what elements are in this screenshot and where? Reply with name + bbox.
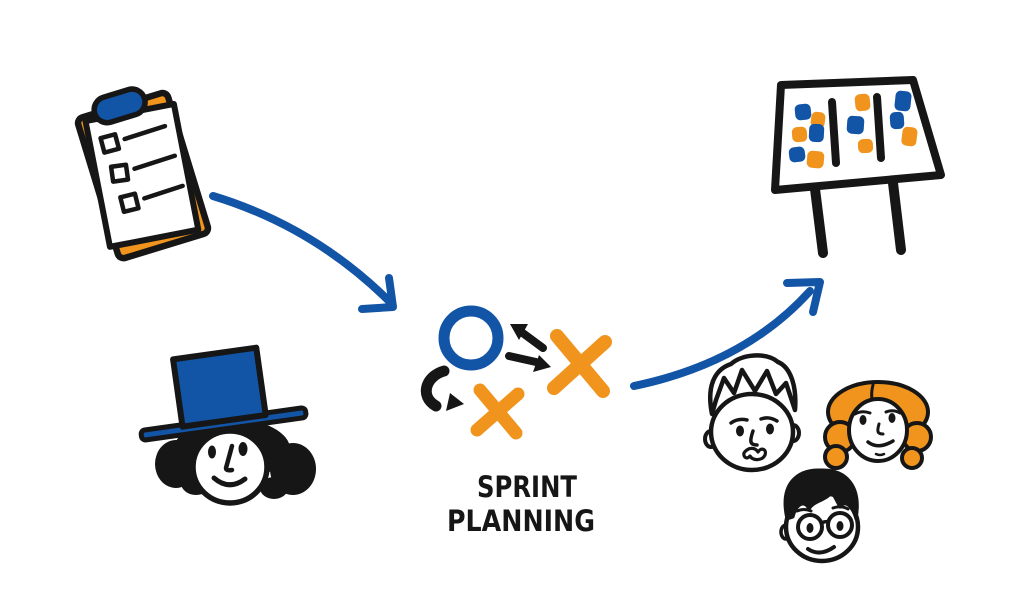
hair-curl	[900, 446, 924, 470]
checkbox-icon	[108, 162, 131, 184]
black-hair	[783, 468, 859, 521]
hat-crown	[170, 344, 269, 430]
caption-line-1: SPRINT	[477, 470, 577, 504]
caption-line-2: PLANNING	[447, 504, 595, 538]
eyebrow	[795, 508, 813, 513]
sticky-note	[788, 146, 806, 163]
nose	[749, 429, 759, 447]
large-x	[547, 335, 612, 395]
eye	[238, 442, 248, 456]
play-arrow-curved	[420, 365, 450, 412]
caption: SPRINT PLANNING	[447, 470, 595, 538]
eye	[806, 523, 814, 533]
team-faces-icon	[703, 353, 933, 564]
eyebrow	[729, 417, 749, 425]
checklist-clipboard-icon	[74, 86, 212, 262]
checklist-line	[142, 183, 185, 201]
small-x	[470, 387, 525, 437]
hair-curl	[260, 477, 288, 499]
face	[190, 428, 270, 506]
hair-curl	[823, 444, 849, 470]
eye	[836, 521, 844, 531]
hair-part	[870, 383, 875, 402]
mouth	[806, 545, 836, 555]
eyebrow	[831, 505, 850, 511]
eyebrow	[759, 416, 779, 423]
easel-leg	[810, 184, 828, 258]
task-board-icon	[771, 76, 945, 258]
sticky-note	[808, 123, 825, 143]
arrowhead	[783, 278, 824, 316]
spiky-hair	[708, 353, 798, 417]
eye	[736, 425, 744, 437]
arrowhead	[510, 324, 528, 340]
easel-leg	[888, 178, 906, 255]
column-divider	[828, 98, 840, 167]
play-arrow-right	[505, 352, 540, 366]
blue-hat-icon	[138, 344, 309, 443]
play-circle	[438, 305, 504, 371]
sticky-note	[794, 103, 812, 121]
team-member-2-face	[823, 380, 933, 470]
person-with-hat-icon	[138, 344, 316, 506]
glasses-bridge	[820, 519, 830, 525]
arrowhead	[446, 393, 464, 411]
checkbox-icon	[118, 191, 141, 215]
nose	[876, 422, 885, 436]
chin-line	[874, 452, 886, 457]
clipboard-paper	[82, 101, 202, 250]
column-divider	[873, 93, 885, 162]
sticky-note	[791, 126, 808, 143]
checkbox-icon	[98, 131, 122, 155]
sticky-note	[806, 150, 825, 169]
checklist-line	[132, 153, 178, 171]
tactics-play-diagram-icon	[420, 305, 612, 440]
checklist-line	[122, 123, 168, 142]
sticky-note	[857, 138, 874, 154]
arrowhead	[533, 355, 551, 372]
play-arrow-upleft	[516, 327, 547, 352]
sticky-note	[854, 93, 871, 112]
flow-arrow-left-icon	[209, 192, 397, 313]
eye	[766, 423, 774, 435]
mustache-scribble	[742, 446, 767, 462]
clipboard-clip	[91, 86, 148, 126]
arrowhead	[358, 274, 397, 313]
sticky-note	[846, 115, 865, 135]
nose	[223, 443, 235, 473]
team-member-3-face	[779, 468, 861, 564]
eye	[888, 413, 896, 423]
team-member-1-face	[703, 353, 801, 473]
mouth	[211, 475, 248, 488]
sticky-note	[901, 126, 918, 147]
eyebrow	[884, 409, 902, 415]
sticky-note	[894, 90, 912, 112]
eye	[859, 415, 867, 425]
eyebrow	[853, 410, 872, 416]
sticky-note	[889, 111, 905, 130]
mouth	[866, 439, 895, 448]
eye	[208, 445, 216, 459]
flow-arrow-right-icon	[630, 278, 824, 390]
